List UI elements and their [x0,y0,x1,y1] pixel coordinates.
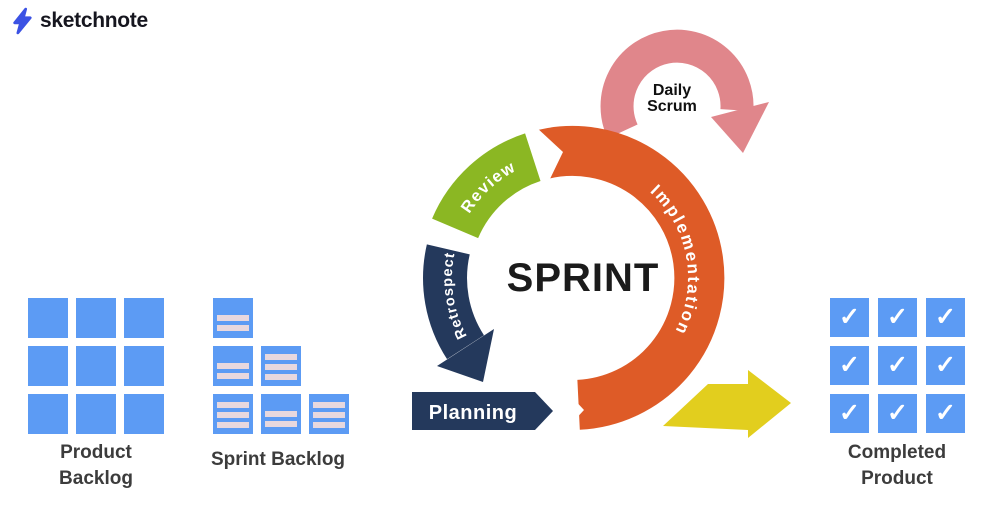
sprint-backlog-card [261,346,301,386]
card-text-stripe [265,421,297,427]
sprint-backlog-card [261,394,301,434]
card-text-stripe [313,422,345,428]
brand-logo: sketchnote [11,7,148,35]
sprint-backlog-card [213,346,253,386]
card-text-stripe [265,364,297,370]
completed-product-square: ✓ [926,346,965,385]
checkmark-icon: ✓ [839,399,860,427]
product-backlog-square [28,394,68,434]
implementation-arc [537,125,725,430]
retrospect-arrowhead-icon [437,329,494,382]
checkmark-icon: ✓ [935,303,956,331]
completed-product-grid: ✓ ✓ ✓ ✓ ✓ ✓ ✓ ✓ ✓ [830,298,965,433]
product-backlog-square [28,298,68,338]
card-text-stripe [265,411,297,417]
product-backlog-square [124,346,164,386]
sprint-title: SPRINT [507,256,660,300]
completed-product-square: ✓ [878,298,917,337]
completed-product-square: ✓ [926,298,965,337]
product-backlog-label: Product Backlog [59,442,133,489]
daily-scrum-arrowhead-icon [711,102,769,153]
completed-product-square: ✓ [830,394,869,433]
arc-notch [558,382,584,438]
completed-product-label: Completed Product [847,442,947,489]
completed-product-square: ✓ [926,394,965,433]
planning-banner [412,392,553,430]
completed-product-square: ✓ [830,298,869,337]
product-backlog-square [124,394,164,434]
sprint-backlog-card [213,298,253,338]
checkmark-icon: ✓ [887,399,908,427]
product-backlog-square [76,346,116,386]
planning-label: Planning [429,402,517,424]
product-backlog-grid [28,298,164,434]
completed-product-square: ✓ [878,346,917,385]
card-text-stripe [217,325,249,331]
brand-name: sketchnote [40,9,148,32]
card-text-stripe [217,422,249,428]
card-text-stripe [265,374,297,380]
output-arrow-icon [663,370,791,438]
product-backlog-square [76,298,116,338]
card-text-stripe [217,412,249,418]
card-text-stripe [217,315,249,321]
checkmark-icon: ✓ [887,303,908,331]
sprint-backlog-grid [213,298,349,434]
checkmark-icon: ✓ [839,351,860,379]
card-text-stripe [313,412,345,418]
daily-scrum-loop-arrow [600,29,754,139]
checkmark-icon: ✓ [887,351,908,379]
sprint-backlog-label: Sprint Backlog [210,449,346,470]
card-text-stripe [217,402,249,408]
completed-product-square: ✓ [830,346,869,385]
sprint-backlog-card [213,394,253,434]
product-backlog-square [124,298,164,338]
daily-scrum-label-line2: Scrum [647,98,697,115]
checkmark-icon: ✓ [839,303,860,331]
sprint-backlog-card [309,394,349,434]
checkmark-icon: ✓ [935,351,956,379]
arc-notch [536,127,563,181]
checkmark-icon: ✓ [935,399,956,427]
card-text-stripe [313,402,345,408]
product-backlog-square [28,346,68,386]
completed-product-square: ✓ [878,394,917,433]
daily-scrum-label-line1: Daily [653,82,691,99]
review-arc [432,133,542,239]
card-text-stripe [217,373,249,379]
card-text-stripe [217,363,249,369]
lightning-bolt-icon [13,7,32,35]
product-backlog-square [76,394,116,434]
retrospect-arrow [423,244,485,360]
card-text-stripe [265,354,297,360]
